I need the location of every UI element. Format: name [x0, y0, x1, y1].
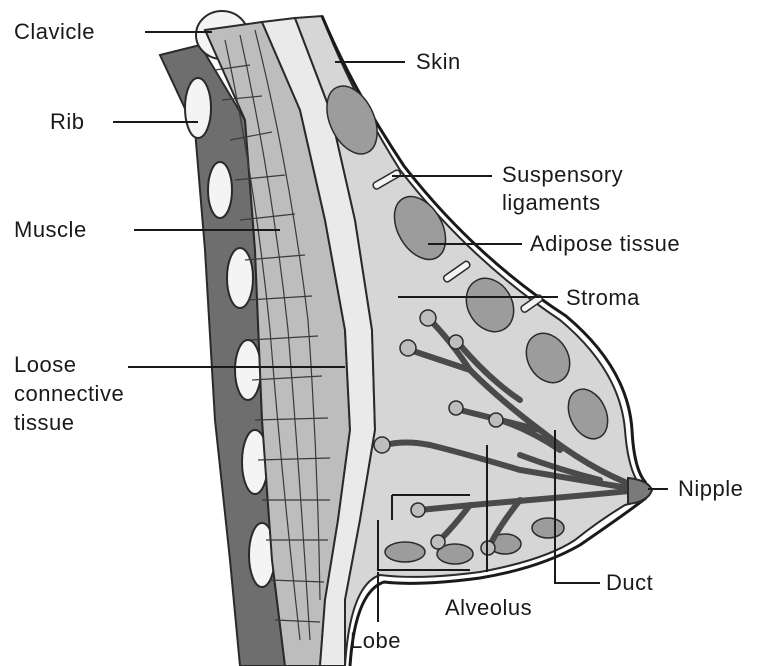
label-loose-connective-tissue-line1: Loose	[14, 352, 76, 377]
label-adipose-tissue: Adipose tissue	[530, 231, 680, 256]
label-loose-connective-tissue-line2: connective	[14, 381, 124, 406]
rib-bone	[185, 78, 211, 138]
label-duct: Duct	[606, 570, 653, 595]
label-loose-connective-tissue: Loose connective tissue	[14, 352, 131, 435]
label-suspensory-ligaments: Suspensory ligaments	[502, 162, 630, 215]
label-loose-connective-tissue-line3: tissue	[14, 410, 74, 435]
rib-bone	[227, 248, 253, 308]
label-stroma: Stroma	[566, 285, 640, 310]
nipple-shape	[628, 478, 652, 504]
label-skin: Skin	[416, 49, 461, 74]
label-lobe: Lobe	[350, 628, 401, 653]
label-suspensory-line1: Suspensory	[502, 162, 623, 187]
label-muscle: Muscle	[14, 217, 87, 242]
label-rib: Rib	[50, 109, 85, 134]
label-suspensory-line2: ligaments	[502, 190, 601, 215]
rib-bone	[208, 162, 232, 218]
label-nipple: Nipple	[678, 476, 743, 501]
rib-bone	[235, 340, 261, 400]
label-alveolus: Alveolus	[445, 595, 532, 620]
label-clavicle: Clavicle	[14, 19, 95, 44]
